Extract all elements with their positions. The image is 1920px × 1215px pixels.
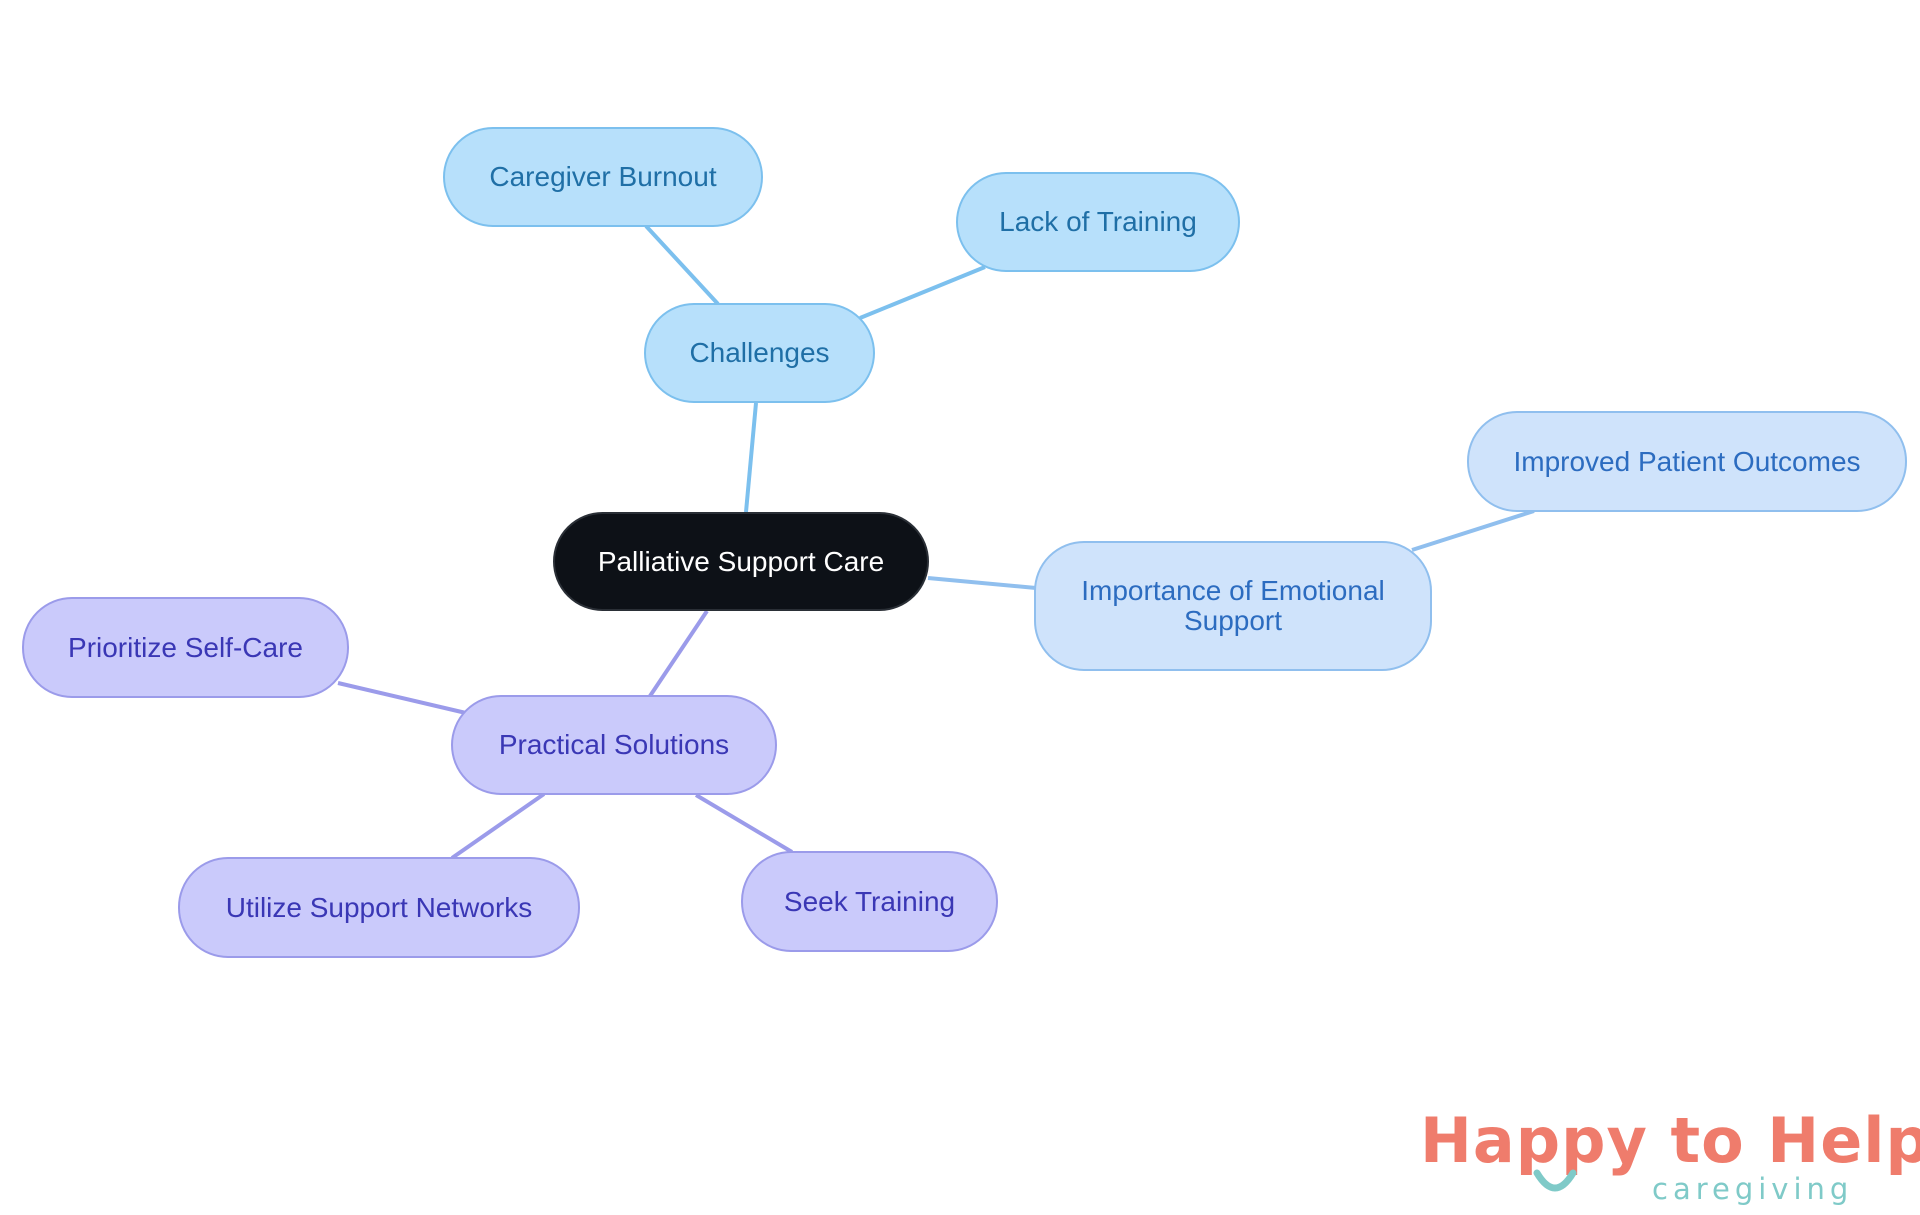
logo: Happy to Help caregiving [1420, 1105, 1920, 1210]
logo-title: Happy to Help [1420, 1104, 1920, 1177]
node-seek-training-label: Seek Training [783, 885, 956, 917]
edge-practical-selfcare [337, 681, 467, 715]
node-prioritize-self-care: Prioritize Self-Care [22, 597, 349, 698]
edge-root-challenges [744, 402, 758, 513]
node-practical-solutions: Practical Solutions [451, 695, 777, 795]
node-challenges: Challenges [644, 303, 875, 403]
edge-emotional-outcomes [1411, 509, 1535, 552]
logo-subtitle: caregiving [1652, 1172, 1854, 1206]
node-practical-solutions-label: Practical Solutions [498, 729, 730, 760]
node-improved-patient-outcomes-label: Improved Patient Outcomes [1513, 445, 1861, 477]
node-lack-of-training: Lack of Training [956, 172, 1240, 272]
edge-root-emotional [927, 576, 1037, 590]
node-challenges-label: Challenges [689, 337, 830, 368]
node-utilize-support-networks: Utilize Support Networks [178, 857, 580, 958]
smile-icon [1533, 1169, 1577, 1192]
node-seek-training: Seek Training [741, 851, 998, 952]
node-utilize-support-networks-label: Utilize Support Networks [225, 891, 533, 923]
node-caregiver-burnout-label: Caregiver Burnout [489, 161, 717, 192]
edge-challenges-training [859, 265, 986, 320]
node-emotional-support-label: Importance of Emotional Support [1081, 576, 1385, 636]
edge-practical-seek [694, 793, 794, 854]
edge-root-practical [648, 609, 709, 698]
node-prioritize-self-care-label: Prioritize Self-Care [68, 631, 303, 663]
node-emotional-support: Importance of Emotional Support [1034, 541, 1432, 671]
edge-challenges-burnout [644, 224, 720, 306]
node-emotional-support-line-2: Support [1183, 605, 1283, 636]
node-lack-of-training-label: Lack of Training [999, 206, 1197, 237]
node-emotional-support-line-1: Importance of Emotional [1081, 575, 1385, 606]
node-caregiver-burnout: Caregiver Burnout [443, 127, 763, 227]
node-root-label: Palliative Support Care [597, 545, 885, 577]
edge-practical-networks [450, 792, 546, 860]
node-improved-patient-outcomes: Improved Patient Outcomes [1467, 411, 1907, 512]
node-root: Palliative Support Care [553, 512, 929, 611]
